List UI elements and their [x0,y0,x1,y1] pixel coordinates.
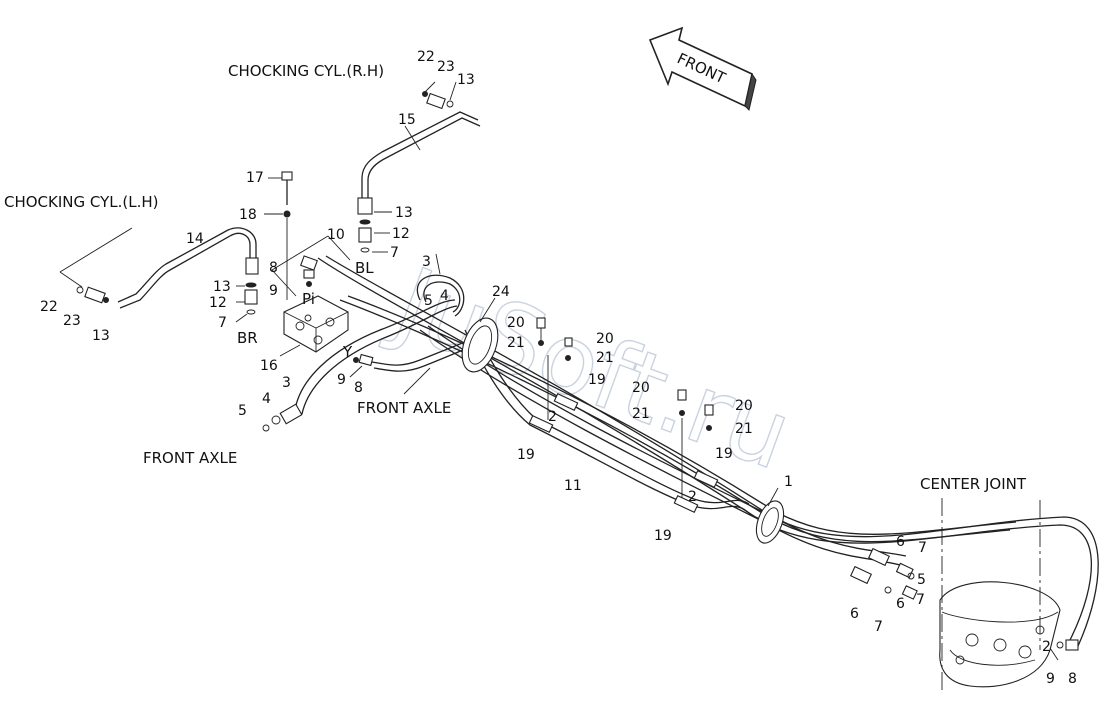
callout: 4 [262,391,271,407]
callout: 5 [424,293,433,309]
callout: 12 [392,226,410,242]
callout: 22 [40,299,58,315]
callout: 9 [337,372,346,388]
tube-15 [357,91,481,253]
callout: 21 [507,335,525,351]
callout: 9 [1046,671,1055,687]
fittings-y [353,353,374,367]
callout: 19 [517,447,535,463]
port-bl-label: BL [355,259,374,277]
grommet-24 [461,317,499,373]
hose-11 [464,325,771,521]
callout: 8 [1068,671,1077,687]
callout: 21 [735,421,753,437]
callout: 14 [186,231,204,247]
grommet-1 [755,500,785,544]
callout: 13 [92,328,110,344]
chocking-lh-label: CHOCKING CYL.(L.H) [4,193,159,211]
callout: 16 [260,358,278,374]
callout: 5 [238,403,247,419]
callout: 10 [327,227,345,243]
callout: 23 [437,59,455,75]
callout: 8 [354,380,363,396]
callout: 19 [654,528,672,544]
callout: 13 [395,205,413,221]
callout: 7 [218,315,227,331]
callout: 7 [918,540,927,556]
callout: 6 [850,606,859,622]
callout: 15 [398,112,416,128]
callout: 3 [422,254,431,270]
clamps-19 [528,392,719,514]
callout: 23 [63,313,81,329]
center-joint [939,498,1061,690]
fittings-center-joint [849,547,1079,651]
callout: 22 [417,49,435,65]
front-arrow: FRONT [648,26,757,111]
callout: 17 [246,170,264,186]
callout: 8 [269,260,278,276]
center-joint-label: CENTER JOINT [920,475,1027,493]
callout: 20 [507,315,525,331]
callout: 13 [457,72,475,88]
callout: 2 [688,489,697,505]
hose-y-front-axle [371,339,473,372]
hose-3-loop [416,274,465,317]
fittings-front-axle-left [262,403,303,432]
callout: 11 [564,478,582,494]
callout: 7 [390,245,399,261]
leader-lines [59,81,1059,661]
callout: 19 [588,372,606,388]
callout: 20 [596,331,614,347]
fittings-10 [271,235,351,297]
callout: 18 [239,207,257,223]
callout: 20 [735,398,753,414]
chocking-rh-label: CHOCKING CYL.(R.H) [228,62,384,80]
callout: 21 [632,406,650,422]
callout: 7 [916,592,925,608]
port-y-label: Y [342,343,353,361]
callout: 19 [715,446,733,462]
callout: 21 [596,350,614,366]
port-br-label: BR [237,329,258,347]
callout: 12 [209,295,227,311]
main-hose-bundle [317,255,1099,647]
callout: 13 [213,279,231,295]
callout: 2 [1042,639,1051,655]
bolts-20-21 [536,317,714,498]
front-axle-label-1: FRONT AXLE [357,399,451,417]
callout: 1 [784,474,793,490]
callout: 4 [440,288,449,304]
callout: 20 [632,380,650,396]
valve-block-16 [283,295,349,353]
front-axle-label-2: FRONT AXLE [143,449,237,467]
callout: 5 [917,572,926,588]
bolt-17 [281,171,293,300]
callouts: 22 23 13 15 17 18 13 12 7 14 10 8 9 13 1… [40,49,1077,687]
hose-3-left [294,299,458,415]
port-pi-label: Pi [302,290,315,308]
callout: 3 [282,375,291,391]
callout: 6 [896,534,905,550]
callout: 2 [548,409,557,425]
callout: 6 [896,596,905,612]
callout: 9 [269,283,278,299]
callout: 24 [492,284,510,300]
callout: 7 [874,619,883,635]
tube-14 [76,227,259,315]
